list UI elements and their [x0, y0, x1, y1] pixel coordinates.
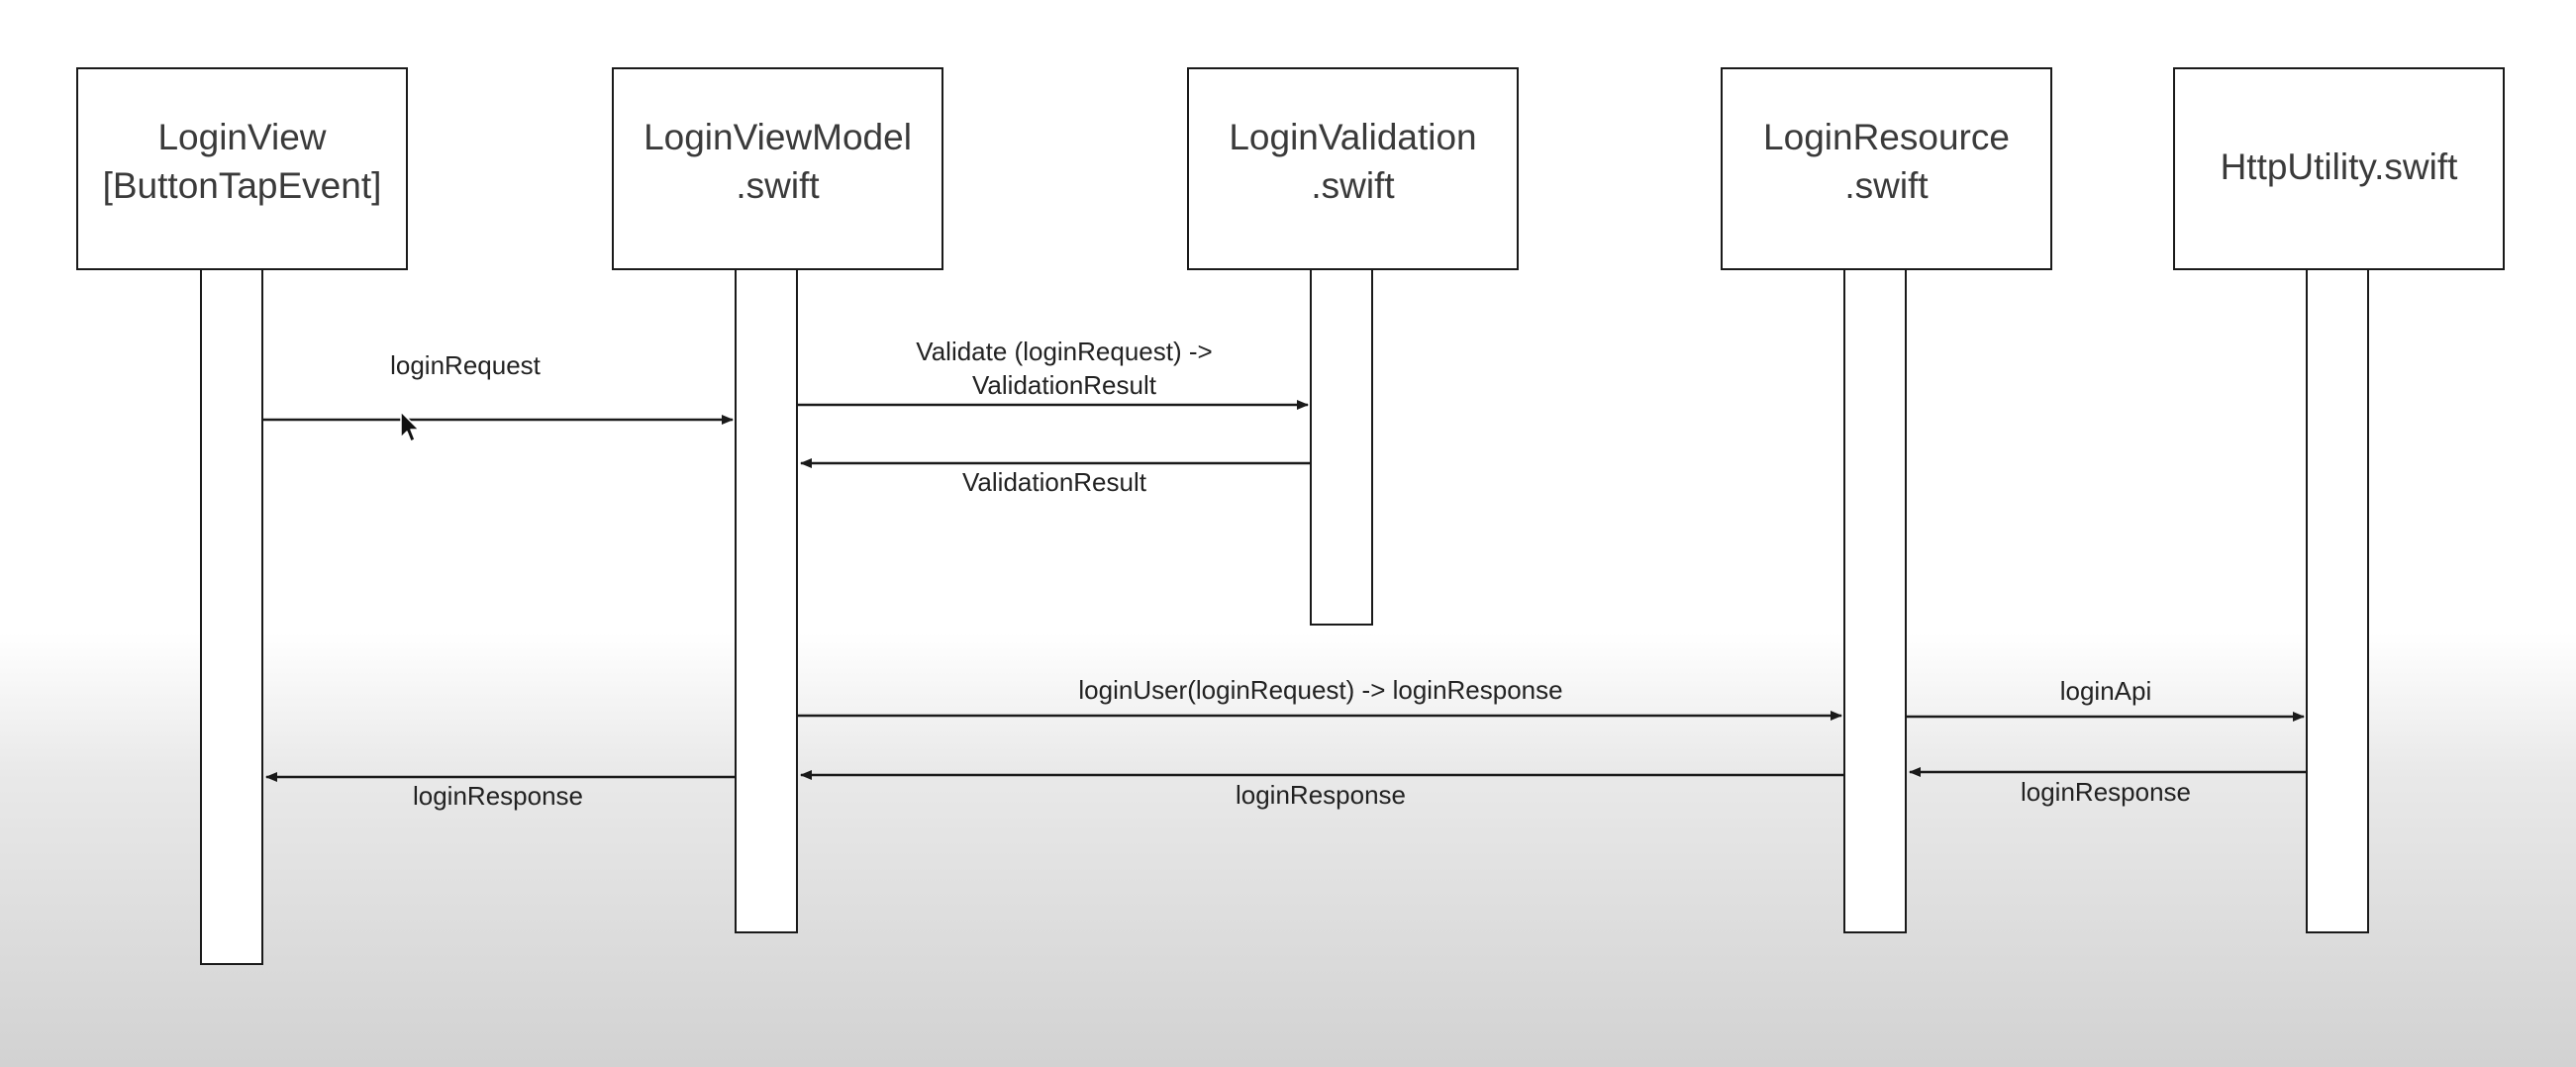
message-label: Validate (loginRequest) ->: [916, 337, 1212, 366]
participant-box: [2173, 67, 2505, 270]
participant-label: .swift: [1844, 165, 1929, 206]
lifeline-login-resource: [1843, 268, 1907, 933]
participant-box: [612, 67, 943, 270]
participant-label: [ButtonTapEvent]: [103, 165, 382, 206]
participant-label: HttpUtility.swift: [2221, 146, 2459, 187]
participant-label: .swift: [1311, 165, 1395, 206]
participant-box: [76, 67, 408, 270]
lifeline-login-view: [200, 268, 263, 965]
message-label: ValidationResult: [962, 467, 1147, 497]
participant-login-validation: LoginValidation .swift: [1187, 67, 1519, 270]
participant-label: LoginView: [157, 117, 326, 157]
mouse-pointer-icon: [400, 411, 420, 442]
participant-http-utility: HttpUtility.swift: [2173, 67, 2505, 270]
message-login-response-resource: loginResponse: [1909, 767, 2306, 807]
participant-label: LoginResource: [1763, 117, 2010, 157]
message-login-response-view: loginResponse: [265, 772, 735, 811]
participant-box: [1721, 67, 2052, 270]
lifeline-login-view-model: [735, 268, 798, 933]
message-login-response-viewmodel: loginResponse: [800, 770, 1843, 810]
participant-login-view-model: LoginViewModel .swift: [612, 67, 943, 270]
message-label: loginUser(loginRequest) -> loginResponse: [1078, 675, 1562, 705]
message-label: loginApi: [2060, 676, 2152, 706]
message-login-api: loginApi: [1907, 676, 2305, 722]
message-label: loginRequest: [390, 350, 542, 380]
participant-label: LoginValidation: [1229, 117, 1476, 157]
message-label: loginResponse: [2021, 777, 2191, 807]
participant-login-view: LoginView [ButtonTapEvent]: [76, 67, 408, 270]
participant-login-resource: LoginResource .swift: [1721, 67, 2052, 270]
message-validation-result: ValidationResult: [800, 458, 1310, 497]
lifeline-http-utility: [2306, 268, 2369, 933]
lifeline-login-validation: [1310, 268, 1373, 626]
message-validate-call: Validate (loginRequest) -> ValidationRes…: [798, 337, 1309, 410]
message-login-user-call: loginUser(loginRequest) -> loginResponse: [798, 675, 1842, 721]
message-label: loginResponse: [1236, 780, 1406, 810]
participant-label: .swift: [736, 165, 820, 206]
participant-box: [1187, 67, 1519, 270]
participant-label: LoginViewModel: [644, 117, 912, 157]
message-label: loginResponse: [413, 781, 583, 811]
message-login-request: loginRequest: [263, 350, 734, 425]
message-label: ValidationResult: [972, 370, 1157, 400]
